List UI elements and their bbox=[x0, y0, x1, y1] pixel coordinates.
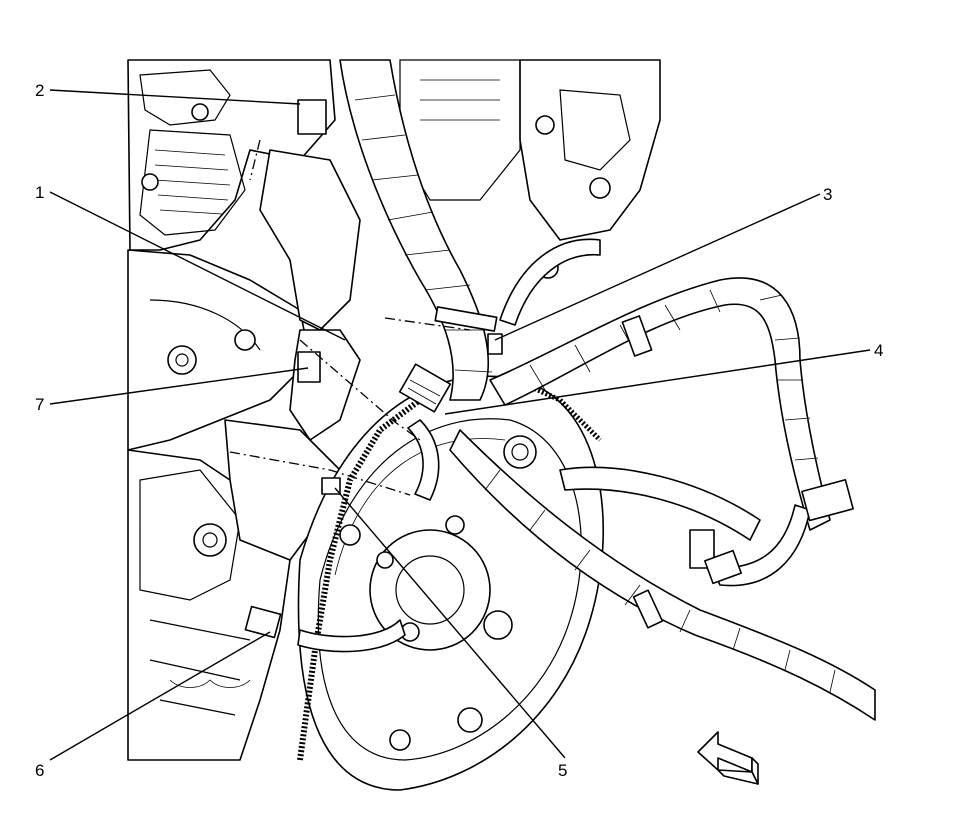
callout-3: 3 bbox=[823, 185, 832, 204]
wiring-harness-illustration bbox=[244, 59, 876, 721]
front-direction-arrow-icon bbox=[697, 731, 759, 785]
callout-leaders bbox=[49, 89, 871, 761]
callout-6: 6 bbox=[35, 761, 44, 780]
leader-line-7 bbox=[49, 367, 309, 405]
leader-line-5 bbox=[334, 487, 566, 759]
callout-5: 5 bbox=[558, 761, 567, 780]
callout-2: 2 bbox=[35, 81, 44, 100]
callout-7: 7 bbox=[35, 395, 44, 414]
leader-line-6 bbox=[49, 631, 271, 761]
leader-line-3 bbox=[494, 193, 821, 341]
leader-line-4 bbox=[444, 349, 871, 415]
callout-labels: 2 1 3 4 7 6 5 bbox=[35, 81, 883, 780]
callout-1: 1 bbox=[35, 183, 44, 202]
leader-line-2 bbox=[49, 89, 301, 105]
leader-line-1 bbox=[49, 191, 346, 341]
callout-4: 4 bbox=[874, 341, 883, 360]
reference-dash-lines bbox=[229, 139, 471, 496]
flywheel-illustration bbox=[297, 375, 605, 791]
